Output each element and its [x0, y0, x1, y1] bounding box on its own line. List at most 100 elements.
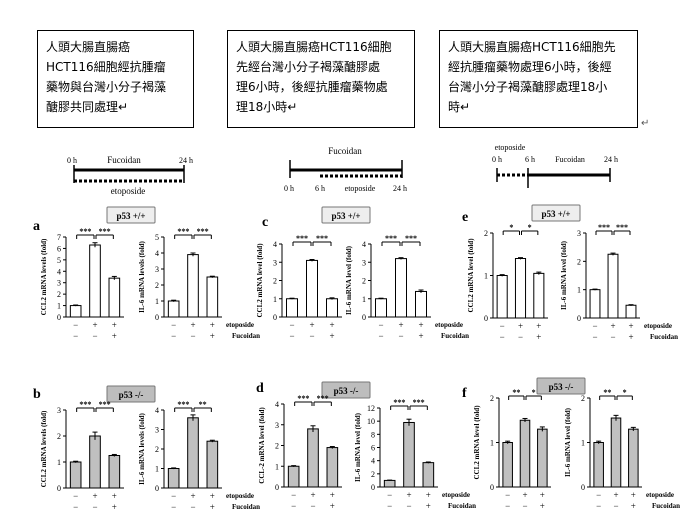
panel-c-chart-1-ytick-label: 2 [273, 277, 277, 286]
panel-a-chart-1-ytick-label: 7 [57, 233, 61, 242]
panel-c-chart-2-ytick-label: 0 [362, 313, 366, 322]
panel-d-chart-1-sign-row1: − [291, 490, 296, 500]
panel-d-chart-2-bar-2 [403, 421, 415, 488]
panel-f-chart-2-sign-row2: − [596, 501, 601, 511]
panel-f-genotype-box [536, 377, 586, 395]
panel-e-chart-2-bar-3 [625, 304, 637, 319]
panel-a-chart-2-ytick-label: 2 [155, 281, 159, 290]
panel-d-chart-2-bar-1 [383, 479, 396, 488]
panel-a-chart-2-bar-3 [206, 276, 219, 318]
panel-a-chart-1-sign-row2: − [73, 331, 78, 341]
panel-c-chart-1-sign-row2: + [329, 331, 334, 341]
panel-b-chart-2-sign-row1: − [171, 491, 176, 501]
panel-a-chart-1-bar-3 [108, 277, 121, 318]
panel-e-chart-2-ylabel: IL-6 mRNA level (fold) [560, 240, 568, 310]
panel-a-chart-2-sign-row1: − [171, 320, 176, 330]
panel-c-letter: c [262, 215, 268, 230]
panel-d-chart-1-sign-row2: − [291, 501, 296, 511]
panel-f-chart-2-bar-2 [610, 417, 622, 488]
panel-b-chart-2-sign-row2: − [171, 502, 176, 512]
panel-e-chart-2-sign-row2: + [628, 332, 633, 342]
panel-b-chart-2-sign-row1: + [190, 491, 195, 501]
panel-a-chart-2-sign-row1: + [210, 320, 215, 330]
panel-a-chart-2-ytick-label: 1 [155, 297, 159, 306]
panel-d-chart-1-sign-row1: + [330, 490, 335, 500]
panel-d-chart-2-sign-row2: − [387, 501, 392, 511]
panel-a-chart-1-ytick-label: 1 [57, 302, 61, 311]
panel-d-chart-1-ytick-label: 4 [275, 400, 279, 409]
panel-e-chart-2-sign-row2: − [592, 332, 597, 342]
panel-f-chart-1-ytick-label: 0 [490, 483, 494, 492]
timeline-2-top-label: Fucoidan [328, 146, 362, 156]
panel-f-chart-1-sig-label-1: ** [512, 388, 520, 397]
panel-e-chart-2-sign-row1: − [592, 321, 597, 331]
panel-d-letter: d [256, 381, 264, 396]
panel-f-chart-2-row1-label: etoposide [646, 491, 674, 499]
panel-e-chart-2-ytick-label: 1 [577, 286, 581, 295]
description-text-1: 人頭大腸直腸癌 HCT116細胞經抗腫瘤 藥物與台灣小分子褐藻 醣膠共同處理↵ [46, 40, 167, 114]
panel-b-letter: b [33, 387, 41, 402]
panel-b-chart-1-sign-row2: − [73, 502, 78, 512]
panel-e-chart-1-sign-row1: + [536, 321, 541, 331]
panel-c-chart-2-sign-row1: + [398, 320, 403, 330]
timeline-2-t0: 0 h [284, 184, 294, 193]
panel-d-chart-1-sign-row2: − [310, 501, 315, 511]
panel-d-chart-2-bar-3 [422, 462, 435, 488]
panel-b-chart-1-sign-row2: + [112, 502, 117, 512]
panel-e-chart-2-sig-label-2: *** [616, 223, 628, 232]
timeline-1-t0: 0 h [67, 156, 77, 165]
panel-c-chart-2-ytick-label: 3 [362, 258, 366, 267]
panel-d-chart-2-ytick-label: 12 [367, 404, 375, 413]
panel-f-genotype-label: p53 -/- [549, 382, 574, 392]
panel-d-chart-2-ytick-label: 4 [371, 457, 375, 466]
panel-c-chart-1-ytick-label: 0 [273, 313, 277, 322]
panel-c-chart-1-ytick-label: 4 [273, 240, 277, 249]
panel-a-chart-1-bar-1 [69, 305, 82, 318]
panel-b-chart-1-bar-1 [69, 461, 82, 489]
panel-c-chart-1-ytick-label: 1 [273, 295, 277, 304]
panel-f-chart-2-sig-label-2: * [623, 388, 627, 397]
panel-e-chart-1-ylabel: CCL2 mRNA level (fold) [467, 238, 475, 313]
panel-e-chart-2-bar-2 [607, 253, 619, 319]
panel-e-chart-2-sign-row1: + [628, 321, 633, 331]
panel-d-chart-1-bar-1 [287, 465, 300, 488]
panel-c-chart-1-sig-label-2: *** [316, 234, 328, 243]
panel-c-chart-1-ylabel: CCL2 mRNA level (fold) [256, 243, 264, 318]
panel-a-chart-2-bar-1 [167, 300, 180, 318]
panel-d-genotype-box [321, 381, 371, 399]
panel-a-chart-2-ytick-label: 3 [155, 265, 159, 274]
panel-c-chart-2-row2-label: Fucoidan [441, 332, 469, 340]
panel-d-chart-1-sig-label-1: *** [297, 394, 309, 403]
panel-d-chart-1-bar-2 [307, 428, 319, 488]
panel-f-chart-1-sign-row2: + [540, 501, 545, 511]
panel-d-chart-2-sign-row2: − [406, 501, 411, 511]
panel-d-chart-1-sign-row2: + [330, 501, 335, 511]
panel-d-chart-2-sign-row1: + [426, 490, 431, 500]
panel-b-chart-2-ytick-label: 0 [155, 484, 159, 493]
panel-d-genotype-label: p53 -/- [334, 386, 359, 396]
panel-a-chart-2-row2-label: Fucoidan [232, 332, 260, 340]
panel-f-chart-1-bar-2 [519, 419, 531, 488]
panel-e-chart-2-ytick-label: 2 [577, 257, 581, 266]
timeline-1-t1: 24 h [179, 156, 193, 165]
panel-a-chart-1-ytick-label: 6 [57, 244, 61, 253]
panel-f-chart-2-sig-label-1: ** [603, 388, 611, 397]
panel-f-chart-1-ylabel: CCL2 mRNA level (fold) [473, 405, 481, 480]
panel-b-chart-1-ytick-label: 3 [57, 406, 61, 415]
panel-b-chart-2-sign-row2: − [190, 502, 195, 512]
panel-e-chart-1-ytick-label: 0 [484, 314, 488, 323]
panel-e-genotype-label: p53 +/+ [541, 209, 570, 219]
panel-e-chart-2-ytick-label: 0 [577, 314, 581, 323]
panel-e-chart-2-ytick-label: 3 [577, 229, 581, 238]
panel-b-chart-1-ytick-label: 2 [57, 432, 61, 441]
panel-f-chart-2-ytick-label: 2 [581, 394, 585, 403]
panel-c-chart-2-ylabel: IL-6 mRNA level (fold) [345, 245, 353, 315]
panel-a-chart-1-sign-row2: − [92, 331, 97, 341]
panel-c-chart-2-ytick-label: 1 [362, 295, 366, 304]
panel-a-chart-1-ytick-label: 2 [57, 290, 61, 299]
panel-d-chart-2-row2-label: Fucoidan [448, 502, 476, 510]
panel-b-genotype-box [106, 385, 156, 403]
description-box-2: 人頭大腸直腸癌HCT116細胞 先經台灣小分子褐藻醣膠處 理6小時，後經抗腫瘤藥… [227, 30, 415, 128]
panel-f-chart-1-ytick-label: 2 [490, 394, 494, 403]
panel-c-chart-1-ytick-label: 3 [273, 258, 277, 267]
